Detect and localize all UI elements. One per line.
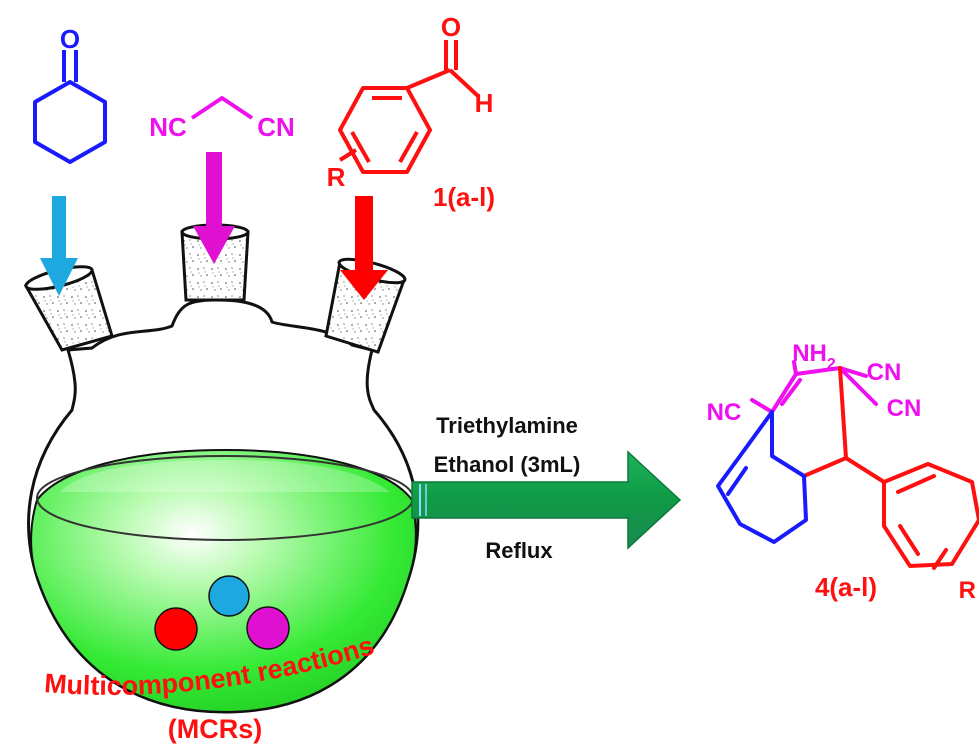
malononitrile-cn-label: CN [257, 112, 295, 142]
red-ball [154, 607, 198, 651]
magenta-ball [246, 606, 290, 650]
cyan-arrow [40, 196, 78, 296]
ketone-oxygen-label: O [60, 24, 80, 54]
reaction-arrow [411, 450, 682, 550]
benzaldehyde-structure [338, 40, 480, 174]
malononitrile-nc-label: NC [149, 112, 187, 142]
aldehyde-hydrogen-label: H [475, 88, 494, 118]
malononitrile-structure [190, 96, 254, 120]
flask-caption-line2: (MCRs) [168, 714, 263, 744]
product-r-group-label: R [959, 577, 976, 604]
product-structure [716, 360, 979, 570]
product-cn-label-1: CN [867, 359, 902, 386]
condition-process: Reflux [485, 538, 553, 563]
cyclohexanone-structure [33, 50, 107, 164]
product-nc-label: NC [707, 399, 742, 426]
product-nh-text: NH [792, 340, 827, 367]
red-arrow [340, 196, 388, 300]
product-amine-label: NH2 [792, 340, 836, 373]
magenta-arrow [193, 152, 235, 264]
product-nh2-subscript: 2 [827, 356, 836, 373]
product-cn-label-2: CN [887, 395, 922, 422]
product-compound-id: 4(a-l) [815, 572, 877, 602]
condition-solvent: Ethanol (3mL) [434, 452, 581, 477]
condition-reagent: Triethylamine [436, 413, 578, 438]
aldehyde-compound-id: 1(a-l) [433, 182, 495, 212]
cyan-ball [208, 575, 250, 617]
aldehyde-oxygen-label: O [441, 12, 461, 42]
aldehyde-r-group-label: R [327, 162, 346, 192]
